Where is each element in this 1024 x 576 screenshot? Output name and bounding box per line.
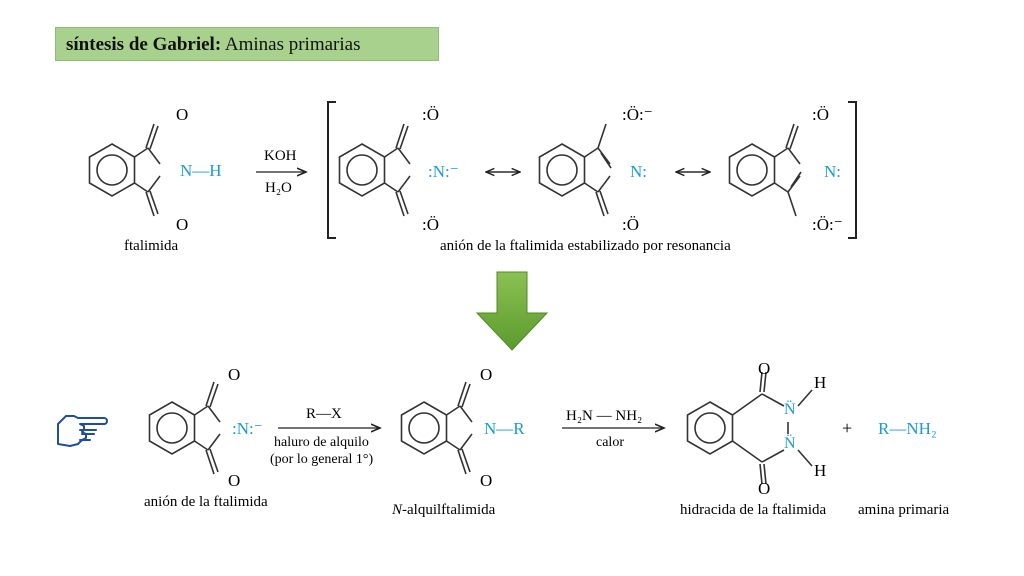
label-n-alkylphthalimide: N-alquilftalimida xyxy=(391,502,496,518)
anion-n-row2: :N:⁻ xyxy=(232,419,263,438)
label-alkyl-rest: -alquilftalimida xyxy=(402,502,496,518)
svg-text::Ö:⁻: :Ö:⁻ xyxy=(812,215,843,234)
svg-text:O: O xyxy=(228,471,240,490)
svg-text::Ö: :Ö xyxy=(812,105,829,124)
svg-text::Ö: :Ö xyxy=(422,215,439,234)
phthalimide-anion-structure: O O xyxy=(148,365,240,490)
title-rest: Aminas primarias xyxy=(221,34,361,55)
left-bracket xyxy=(327,101,336,239)
reagent-koh: KOH xyxy=(264,148,297,164)
green-down-arrow-icon xyxy=(475,271,549,351)
svg-text::Ö:⁻: :Ö:⁻ xyxy=(622,105,653,124)
primary-amine-formula: R—NH₂ xyxy=(878,419,937,438)
reagent-hydrazine: H₂N — NH₂ xyxy=(566,408,642,424)
phthalimide-structure: O O xyxy=(88,105,188,234)
hydrazide-n-top: N̈ xyxy=(784,400,796,418)
slide-title: síntesis de Gabriel: Aminas primarias xyxy=(55,27,439,61)
anion-n-3: N: xyxy=(824,162,841,181)
reagent-alkyl-halide: haluro de alquilo xyxy=(274,435,369,450)
title-bold: síntesis de Gabriel: xyxy=(66,34,222,55)
svg-text:O: O xyxy=(176,105,188,124)
plus-sign: + xyxy=(842,418,852,438)
anion-n-2: N: xyxy=(630,162,647,181)
label-n-italic: N xyxy=(391,502,403,518)
svg-text:O: O xyxy=(228,365,240,384)
alkyl-n: N—R xyxy=(484,419,525,438)
svg-text:O: O xyxy=(480,471,492,490)
anion-resonance-1: :Ö :Ö xyxy=(338,105,439,234)
svg-text:O: O xyxy=(176,215,188,234)
reagent-water: H₂O xyxy=(265,180,292,196)
anion-resonance-2: :Ö:⁻ :Ö xyxy=(538,105,653,234)
svg-text:O: O xyxy=(480,365,492,384)
hydrazide-o-top: O xyxy=(758,359,770,378)
label-hydrazide: hidracida de la ftalimida xyxy=(680,502,827,518)
n-alkylphthalimide-structure: O O xyxy=(400,365,492,490)
label-resonance-anion: anión de la ftalimida estabilizado por r… xyxy=(440,238,731,254)
hydrazide-h-top: H xyxy=(814,373,826,392)
pointing-hand-icon xyxy=(57,415,108,447)
reagent-heat: calor xyxy=(596,435,624,450)
label-anion-row2: anión de la ftalimida xyxy=(144,494,268,510)
hydrazide-h-bottom: H xyxy=(814,461,826,480)
hydrazide-n-bottom: N̈ xyxy=(784,434,796,452)
label-phthalimide: ftalimida xyxy=(124,238,178,254)
label-primary-amine: amina primaria xyxy=(858,502,950,518)
svg-text::Ö: :Ö xyxy=(422,105,439,124)
anion-n-1: :N:⁻ xyxy=(428,162,459,181)
phthalimide-nh: N—H xyxy=(180,161,222,180)
anion-resonance-3: :Ö :Ö:⁻ xyxy=(728,105,843,234)
hydrazide-o-bottom: O xyxy=(758,479,770,498)
reagent-rx: R—X xyxy=(306,406,342,422)
right-bracket xyxy=(848,101,857,239)
svg-text::Ö: :Ö xyxy=(622,215,639,234)
reagent-primary-note: (por lo general 1°) xyxy=(270,452,374,467)
phthalhydrazide-structure xyxy=(686,371,813,485)
